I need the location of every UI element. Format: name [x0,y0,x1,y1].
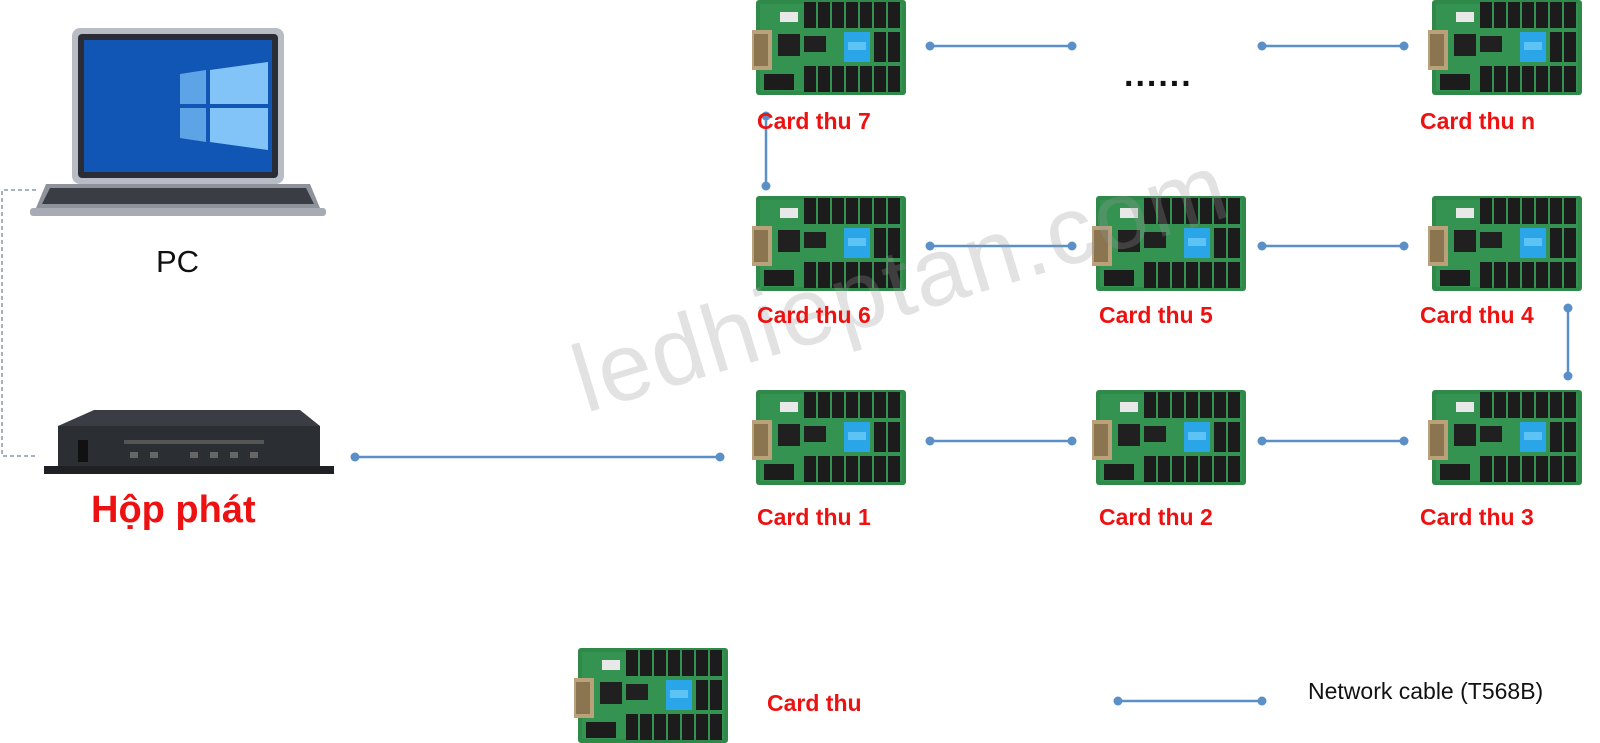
legend-card-label: Card thu [767,690,862,716]
card-3-label: Card thu 3 [1420,504,1534,530]
card-2-label: Card thu 2 [1099,504,1213,530]
card-6-label: Card thu 6 [757,302,871,328]
pc-label: PC [156,244,200,279]
card-n-label: Card thu n [1420,108,1535,134]
pc-link-dashed [1,189,36,457]
card-4-board-icon [1428,196,1582,291]
laptop-icon [30,28,326,216]
network-cables [350,41,1573,706]
card-2-board-icon [1092,390,1246,485]
card-7-label: Card thu 7 [757,108,871,134]
ellipsis: ...... [1124,56,1193,94]
transmitter-label: Hộp phát [91,489,256,531]
card-5-label: Card thu 5 [1099,302,1213,328]
card-3-board-icon [1428,390,1582,485]
legend-card-board-icon [574,648,728,743]
card-n-board-icon [1428,0,1582,95]
card-1-label: Card thu 1 [757,504,871,530]
legend-cable-label: Network cable (T568B) [1308,678,1544,704]
card-4-label: Card thu 4 [1420,302,1534,328]
card-7-board-icon [752,0,906,95]
card-1-board-icon [752,390,906,485]
transmitter-box-icon [44,410,334,474]
